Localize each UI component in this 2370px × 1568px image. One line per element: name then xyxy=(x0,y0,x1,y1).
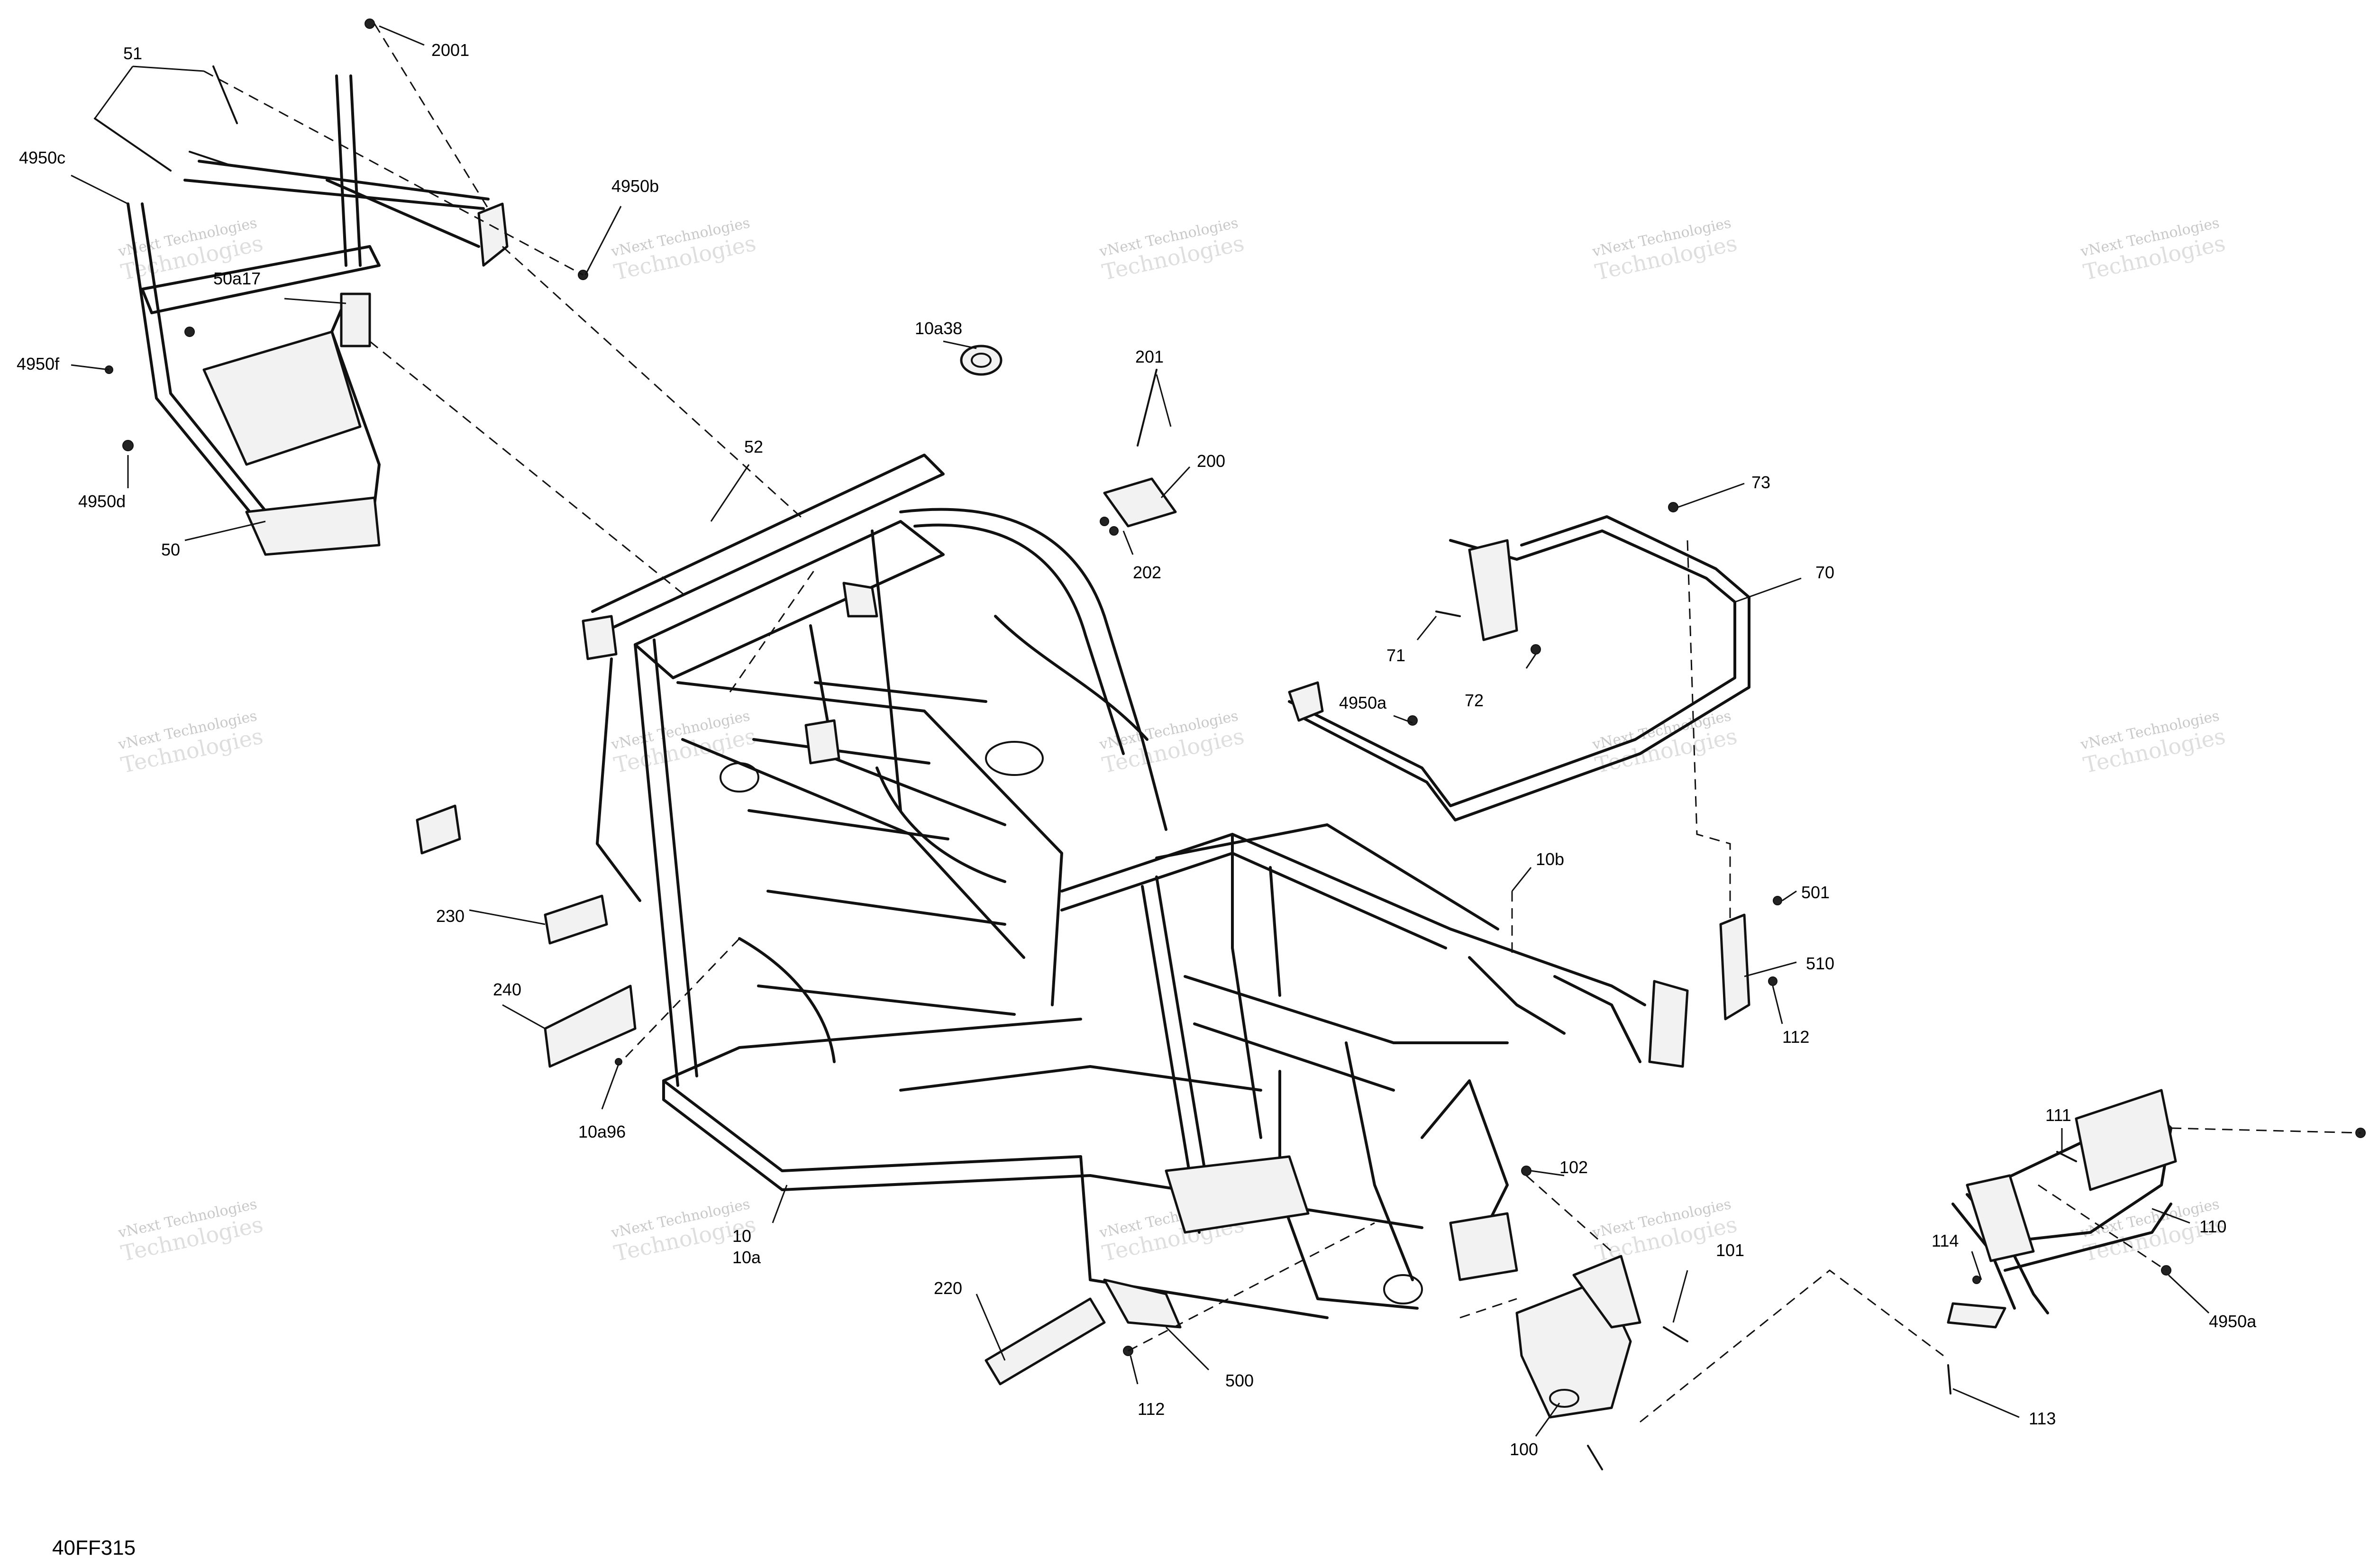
bracket-510 xyxy=(1719,896,1782,1021)
callout-230: 230 xyxy=(436,906,465,926)
callout-10: 10 xyxy=(732,1226,751,1246)
callout-102: 102 xyxy=(1559,1158,1588,1177)
grommet-10a38 xyxy=(960,345,1003,376)
callout-110: 110 xyxy=(2199,1217,2226,1236)
main-frame xyxy=(582,454,1689,1319)
callout-112-bottom: 112 xyxy=(1138,1399,1165,1419)
front-bumper-assembly xyxy=(94,18,588,556)
rear-bumper xyxy=(1947,1089,2366,1395)
callout-10a96: 10a96 xyxy=(578,1122,626,1141)
callout-510: 510 xyxy=(1806,954,1834,973)
callout-4950a-top: 4950a xyxy=(1339,693,1387,712)
callout-4950a-bottom: 4950a xyxy=(2209,1312,2257,1331)
callout-500: 500 xyxy=(1225,1371,1254,1390)
figure-id: 40FF315 xyxy=(52,1536,136,1559)
callout-201: 201 xyxy=(1135,347,1164,366)
callout-4950b: 4950b xyxy=(611,176,659,196)
callout-202: 202 xyxy=(1133,563,1161,582)
callout-501: 501 xyxy=(1801,883,1830,902)
callout-10a38: 10a38 xyxy=(915,319,962,338)
callout-10a: 10a xyxy=(732,1248,761,1267)
rear-rack xyxy=(1288,502,1750,821)
bracket-220-500 xyxy=(984,1278,1182,1386)
callout-73: 73 xyxy=(1751,473,1770,492)
callout-labels: 2001 51 4950c 4950b 50a17 4950f 4950d 50… xyxy=(17,40,2257,1459)
callout-50a17: 50a17 xyxy=(213,269,261,288)
callout-71: 71 xyxy=(1386,646,1405,665)
callout-52: 52 xyxy=(744,437,763,456)
callout-2001: 2001 xyxy=(431,40,469,60)
callout-112-right: 112 xyxy=(1782,1027,1809,1047)
callout-200: 200 xyxy=(1197,451,1225,471)
callout-70: 70 xyxy=(1815,563,1834,582)
leader-lines xyxy=(71,25,2210,1437)
alignment-lines xyxy=(203,23,2361,1423)
callout-100: 100 xyxy=(1510,1440,1538,1459)
skid-bracket-100 xyxy=(1515,1166,1688,1470)
callout-240: 240 xyxy=(493,980,521,999)
callout-51: 51 xyxy=(123,44,142,63)
callout-10b: 10b xyxy=(1536,849,1564,869)
bracket-200 xyxy=(1100,369,1177,536)
callout-113: 113 xyxy=(2029,1409,2056,1428)
callout-50: 50 xyxy=(161,540,180,559)
callout-111: 111 xyxy=(2045,1105,2071,1125)
callout-4950f: 4950f xyxy=(17,354,60,374)
callout-4950c: 4950c xyxy=(19,148,65,167)
callout-220: 220 xyxy=(934,1278,962,1298)
callout-72: 72 xyxy=(1465,691,1484,710)
callout-4950d: 4950d xyxy=(78,492,126,511)
callout-101: 101 xyxy=(1716,1240,1744,1260)
callout-114: 114 xyxy=(1932,1231,1959,1250)
plates-230-240 xyxy=(416,804,637,1068)
